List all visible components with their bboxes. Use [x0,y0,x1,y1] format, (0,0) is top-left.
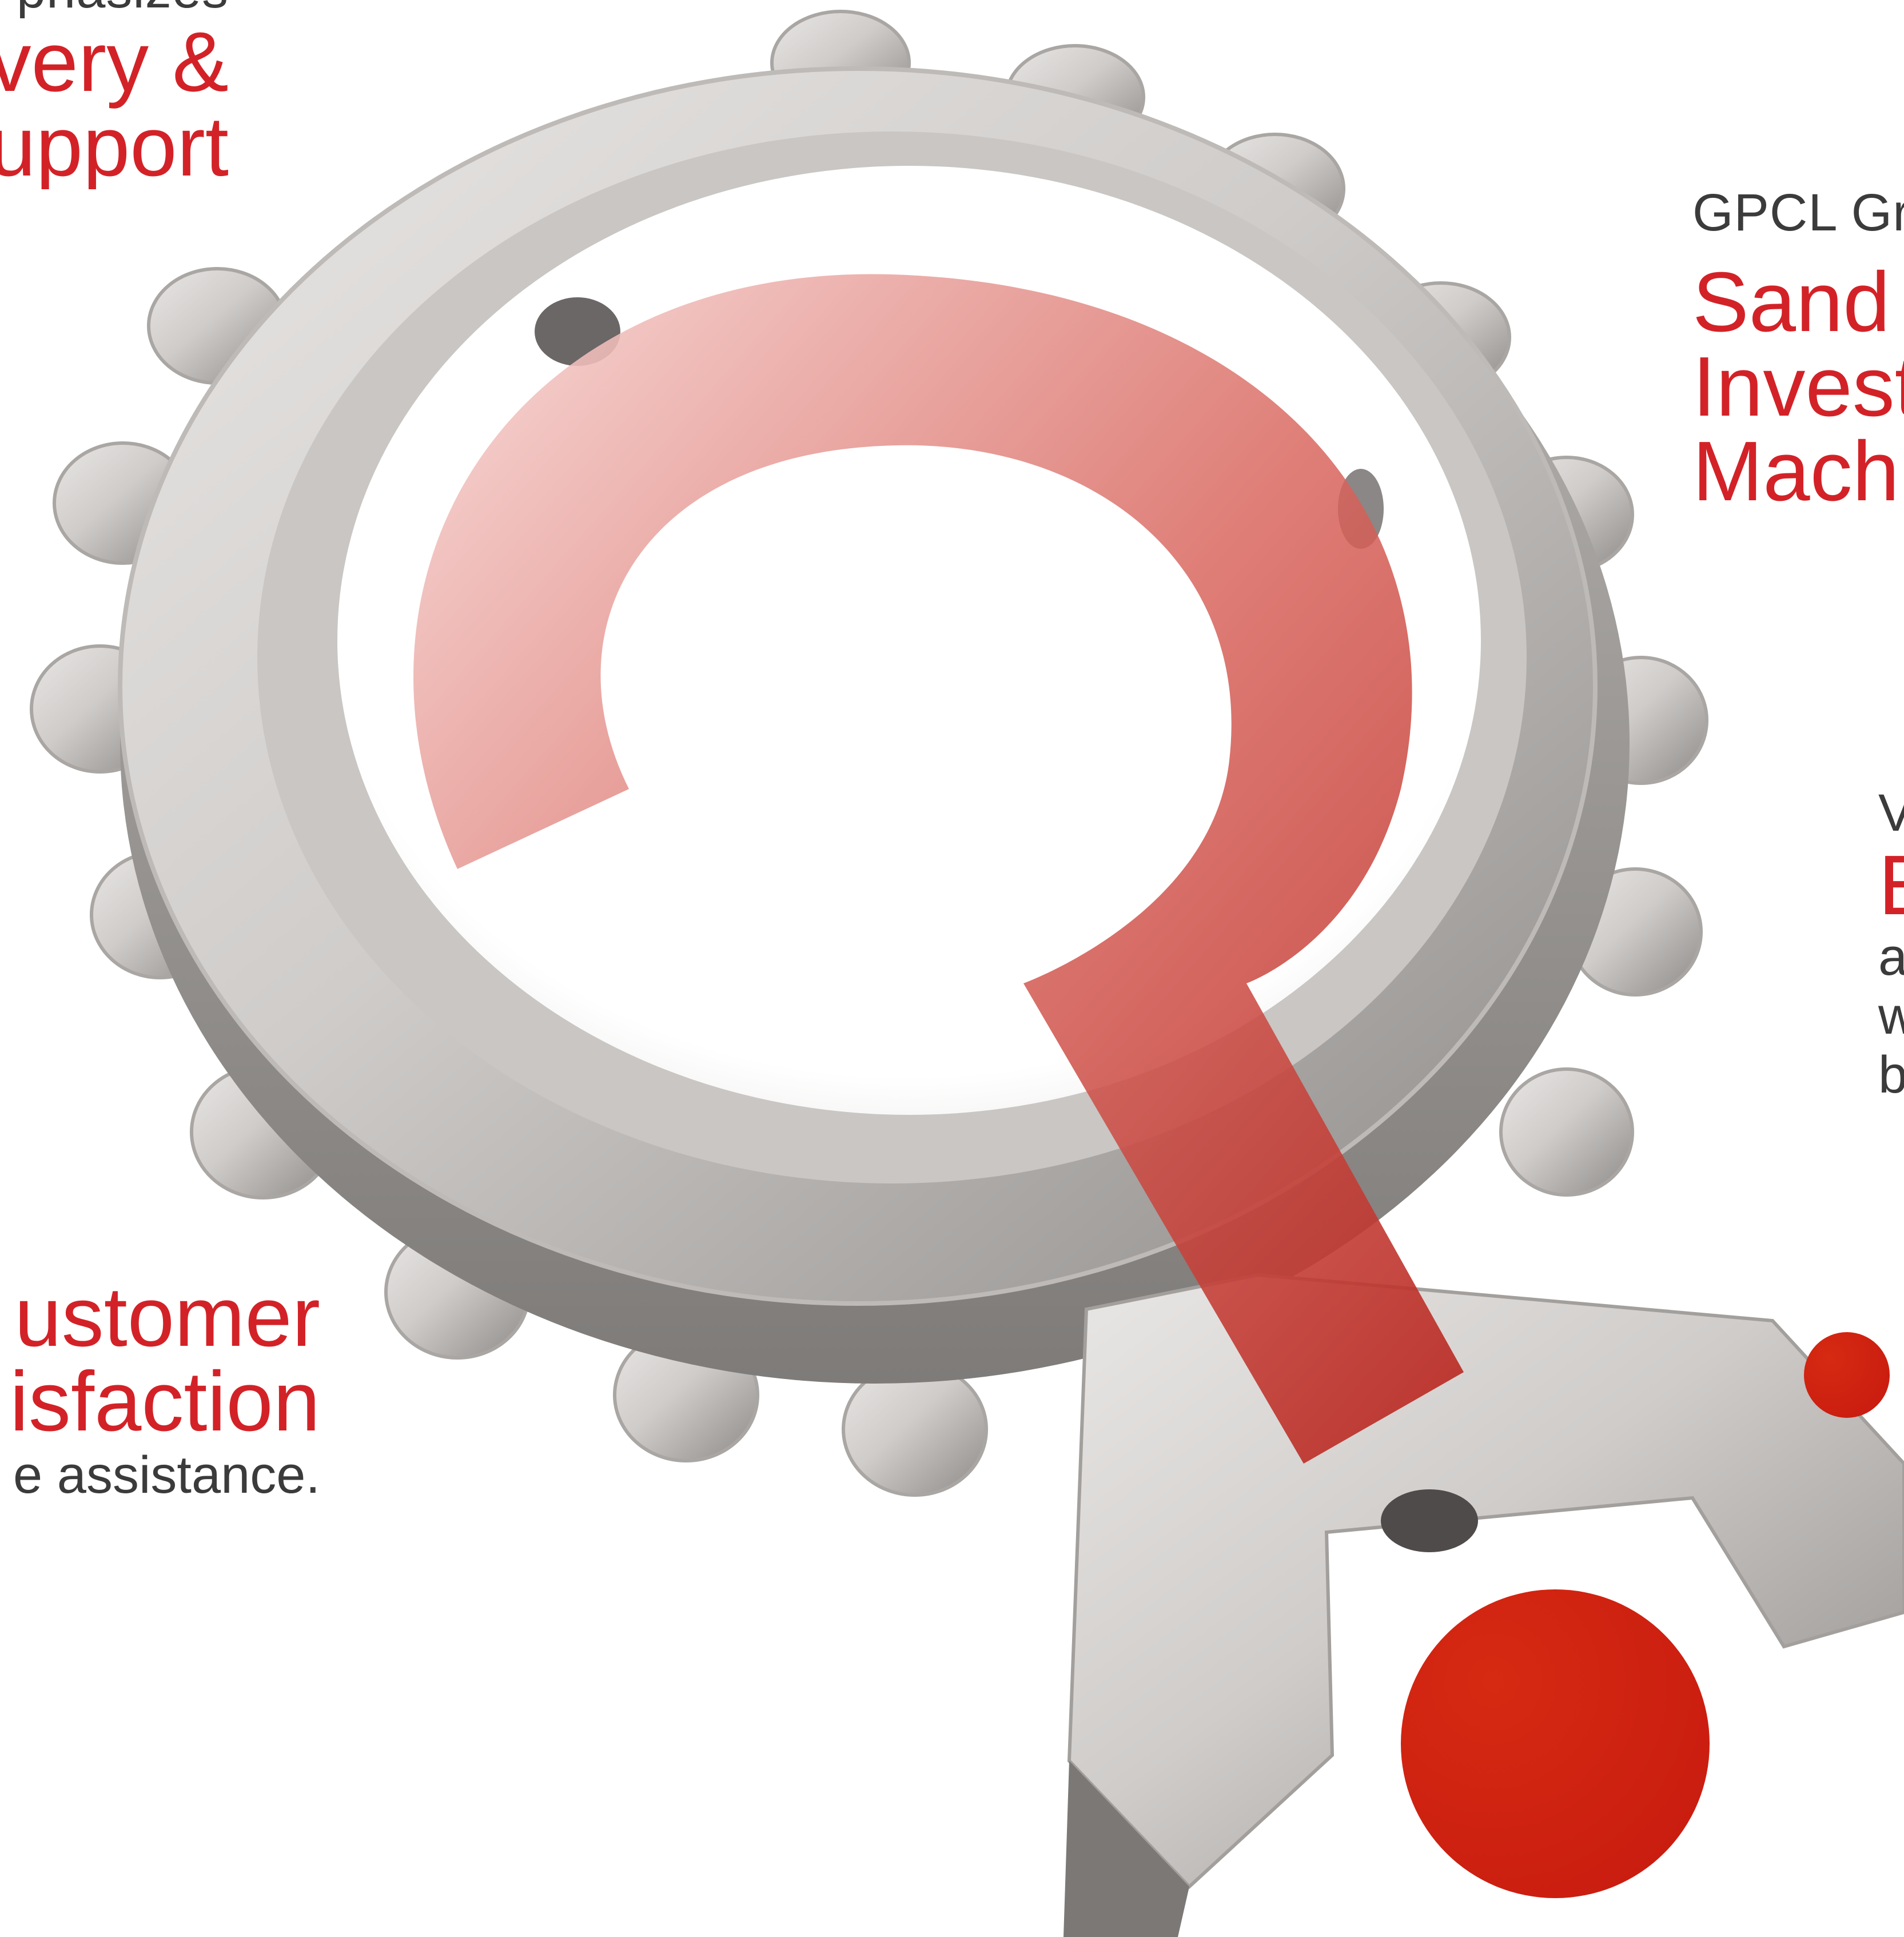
red-dot-small [1804,1332,1890,1418]
experience-eyebrow: V [1878,784,1904,842]
bolt-hole [1338,469,1384,549]
customer-headline-line1: ustomer [14,1275,320,1364]
question-mark-icon [413,274,1464,1464]
gear-center-hole [337,166,1481,1115]
bolt-hole [1381,1489,1478,1552]
red-dot-large [1401,1589,1710,1898]
delivery-eyebrow: phasizes [0,0,229,20]
bolt-hole [535,297,620,366]
customer-satisfaction-block: ustomer isfaction e assistance. [0,1275,320,1506]
gear-ring-top [118,66,1598,1306]
gear-ring-side [120,103,1630,1384]
process-headline-line1: Sand [1692,255,1890,349]
process-block: GPCL Gr Sand Invest Mach [1692,183,1904,514]
delivery-headline-line1: very & [0,15,229,109]
experience-body-line2: w [1878,987,1904,1046]
customer-body: e assistance. [13,1446,320,1504]
experience-block: V E a w b [1878,783,1904,1105]
gear-fork-arm [1063,1273,1904,1937]
customer-headline-line2: isfaction [10,1354,320,1449]
delivery-support-block: phasizes very & upport [0,0,229,189]
process-headline-line3: Mach [1692,424,1899,514]
gear-ring-lip [257,131,1527,1183]
experience-body-line1: a [1878,928,1904,986]
process-eyebrow: GPCL Gr [1692,184,1904,242]
experience-headline: E [1878,843,1904,928]
gear-teeth [30,10,1708,1497]
experience-body-line3: b [1878,1046,1904,1105]
delivery-headline-line2: upport [0,99,229,189]
process-headline-line2: Invest [1692,340,1904,434]
